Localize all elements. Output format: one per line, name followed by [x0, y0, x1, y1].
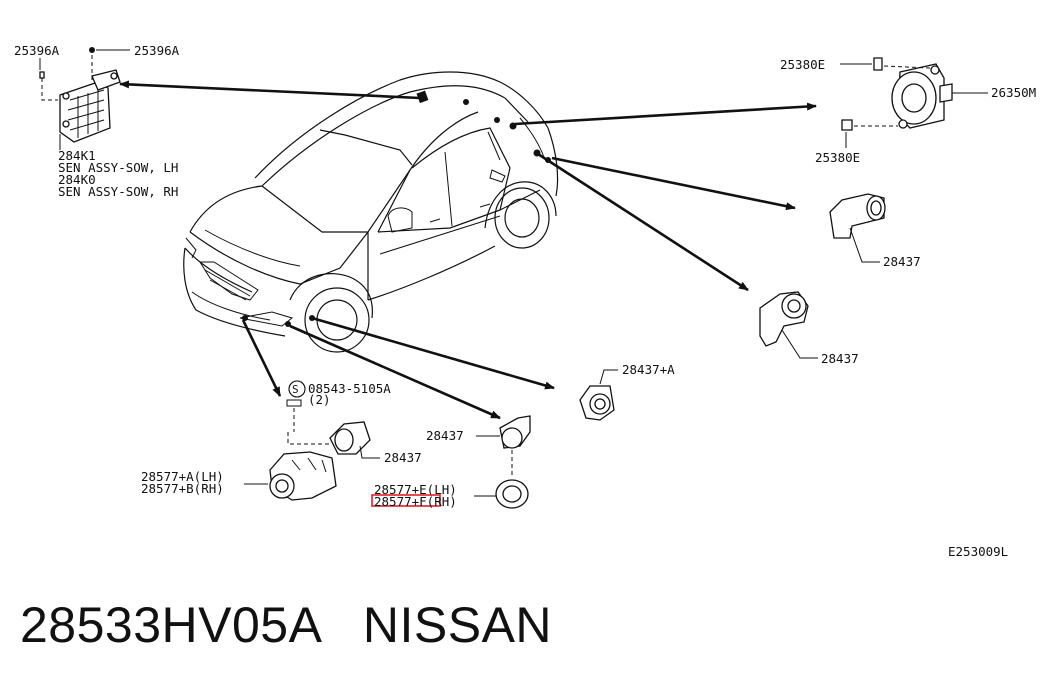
rear-sensor-upper: [829, 193, 886, 263]
label-sensor-right-lower: 28437: [821, 351, 859, 366]
screw-spec-callout: S: [288, 380, 306, 398]
rear-sensor-lower: [759, 291, 818, 359]
label-bolt-left: 25396A: [14, 43, 60, 58]
front-sensor-bezel: [474, 415, 531, 509]
label-screw-bottom: 25380E: [815, 150, 860, 165]
label-screw-top: 25380E: [780, 57, 825, 72]
vehicle-mount-points: [242, 90, 551, 327]
label-sow-rh-code: 284K0: [58, 172, 96, 187]
label-sow-lh-code: 284K1: [58, 148, 96, 163]
label-sow-lh-name: SEN ASSY-SOW, LH: [58, 160, 178, 175]
label-bracket-rh: 28577+B(RH): [141, 481, 224, 496]
label-bezel-rh: 28577+F(RH): [374, 494, 457, 509]
label-diagram-id: E253009L: [948, 544, 1008, 559]
svg-text:S: S: [292, 383, 299, 396]
label-sensor-center: 28437+A: [622, 362, 675, 377]
label-sensor-right-upper: 28437: [883, 254, 921, 269]
center-sensor: [579, 369, 618, 421]
label-bezel-lh: 28577+E(LH): [374, 482, 457, 497]
part-number-footer: 28533HV05A NISSAN: [20, 597, 553, 653]
label-bolt-right: 25396A: [134, 43, 180, 58]
front-sensor-bracket: [244, 380, 380, 501]
label-bracket-sensor: 28437: [384, 450, 422, 465]
side-object-warning-sensor: [39, 47, 130, 150]
highlight-box: [371, 494, 441, 507]
label-sow-rh-name: SEN ASSY-SOW, RH: [58, 184, 178, 199]
callout-arrows: [119, 80, 817, 420]
label-screw-spec: 08543-5105A: [308, 381, 391, 396]
label-bracket-lh: 28577+A(LH): [141, 469, 224, 484]
buzzer-assembly: [840, 57, 988, 148]
label-buzzer: 26350M: [991, 85, 1036, 100]
label-sensor-front: 28437: [426, 428, 464, 443]
vehicle-outline: [183, 71, 559, 353]
label-screw-qty: (2): [308, 392, 331, 407]
